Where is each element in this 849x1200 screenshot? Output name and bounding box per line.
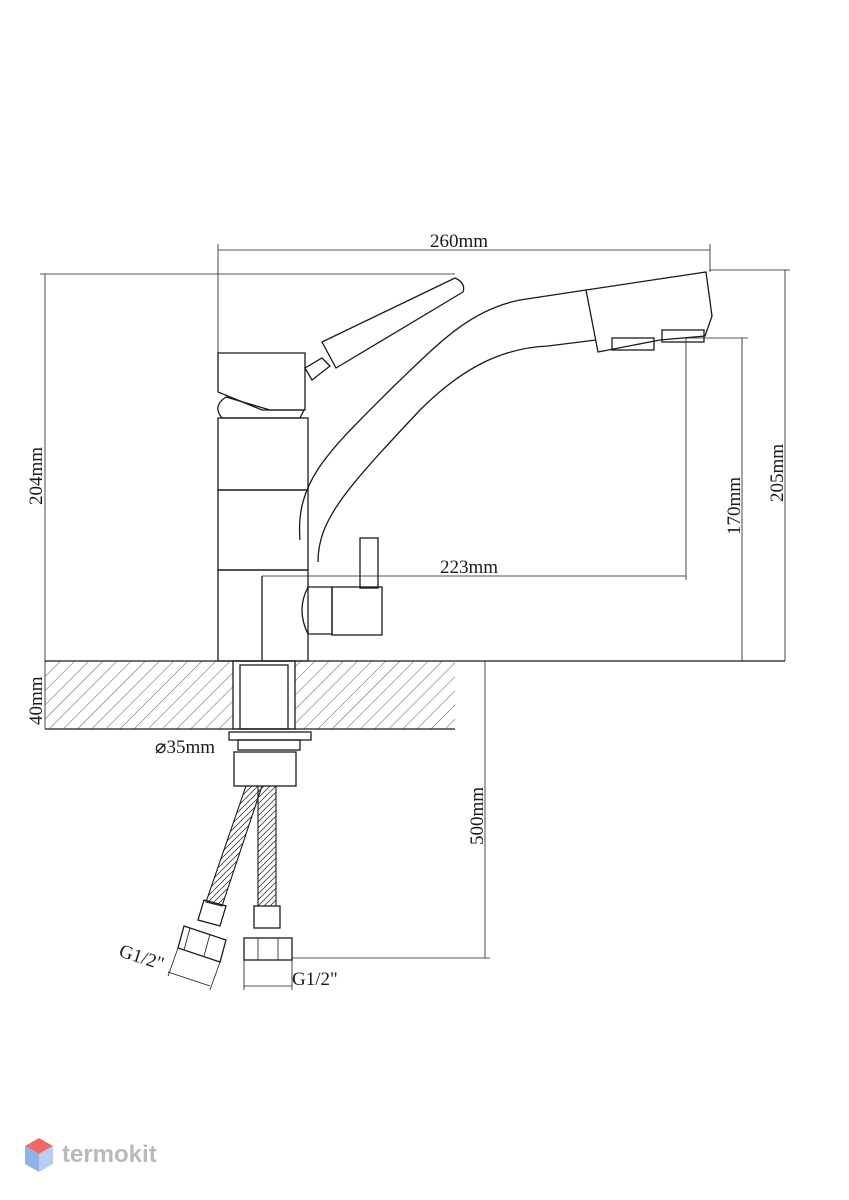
filter-valve [301, 537, 383, 636]
countertop-section [45, 660, 785, 730]
dim-body-height: 204mm [26, 447, 47, 505]
logo-cube-icon [25, 1138, 53, 1172]
termokit-logo: termokit [22, 1136, 157, 1174]
dim-hose-thread-left: G1/2" [116, 941, 166, 975]
dim-overall-height: 205mm [767, 444, 788, 502]
logo-text: termokit [62, 1141, 157, 1168]
flex-hoses [177, 785, 293, 963]
faucet-body [217, 417, 309, 662]
spout [298, 271, 713, 563]
dimension-lines [40, 244, 790, 991]
dim-spout-reach: 223mm [440, 557, 498, 578]
dim-hose-length: 500mm [467, 787, 488, 845]
dim-countertop-thickness: 40mm [26, 676, 47, 725]
dim-spout-height: 170mm [724, 477, 745, 535]
dim-overall-length: 260mm [430, 231, 488, 252]
dim-hose-thread-right: G1/2" [292, 969, 338, 990]
lever-handle [217, 277, 465, 419]
dim-mounting-hole: ⌀35mm [155, 737, 215, 758]
